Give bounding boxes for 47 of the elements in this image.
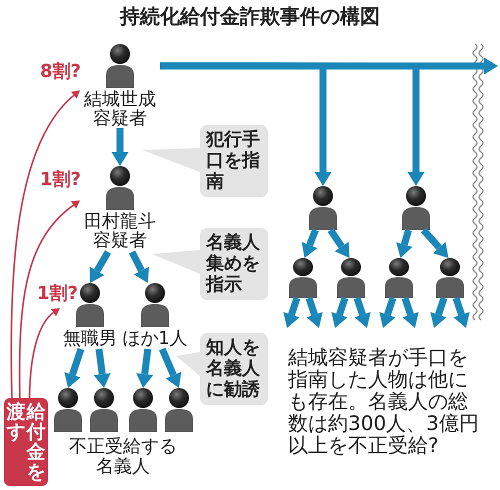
arrow (18, 200, 80, 398)
person-name: ほか1人 (121, 329, 189, 348)
arrow (160, 58, 498, 74)
arrow (64, 348, 84, 388)
person-icon (308, 186, 338, 230)
arrow (10, 90, 80, 398)
callout-bubble: 知人を名義人に勧誘 (200, 333, 268, 405)
person-name: 無職男 (62, 329, 118, 348)
caption: 不正受給する名義人 (68, 437, 178, 477)
arrow (331, 296, 348, 328)
title: 持続化給付金詐欺事件の構図 (118, 4, 381, 28)
person-icon (89, 388, 119, 432)
arrow (328, 228, 350, 258)
label-box: 給付金を渡す (4, 398, 48, 486)
person-icon (384, 258, 414, 298)
person-icon (164, 388, 194, 432)
note: 結城容疑者が手口を指南した人物は他にも存在。名義人の総数は約300人、3億円以上を不正受給? (288, 346, 480, 456)
arrow (158, 348, 182, 388)
arrow (94, 348, 111, 388)
arrow (379, 296, 396, 328)
arrow (136, 348, 154, 388)
person-icon (53, 388, 83, 432)
person-icon (401, 186, 431, 230)
edge-label: 8割? (40, 62, 82, 82)
arrow (90, 250, 112, 283)
arrow (302, 228, 319, 258)
person-name: 田村龍斗容疑者 (83, 212, 157, 250)
arrow (28, 308, 60, 398)
arrow (420, 228, 448, 258)
person-icon (128, 388, 158, 432)
edge-label: 1割? (40, 170, 82, 190)
arrow (112, 128, 128, 166)
arrow (306, 296, 323, 328)
person-icon (336, 258, 366, 298)
callout-bubble: 犯行手口を指南 (200, 125, 268, 197)
callout-bubble: 名義人集めを指示 (200, 228, 268, 300)
person-icon (435, 258, 465, 298)
arrow (452, 296, 470, 328)
arrow (354, 296, 371, 328)
arrow (396, 229, 413, 258)
edge-label: 1割? (37, 284, 77, 304)
arrow (128, 250, 150, 283)
person-name: 結城世成容疑者 (83, 90, 157, 128)
arrow (430, 296, 448, 328)
arrow (402, 296, 419, 328)
person-icon (288, 258, 318, 298)
arrow (283, 296, 300, 328)
